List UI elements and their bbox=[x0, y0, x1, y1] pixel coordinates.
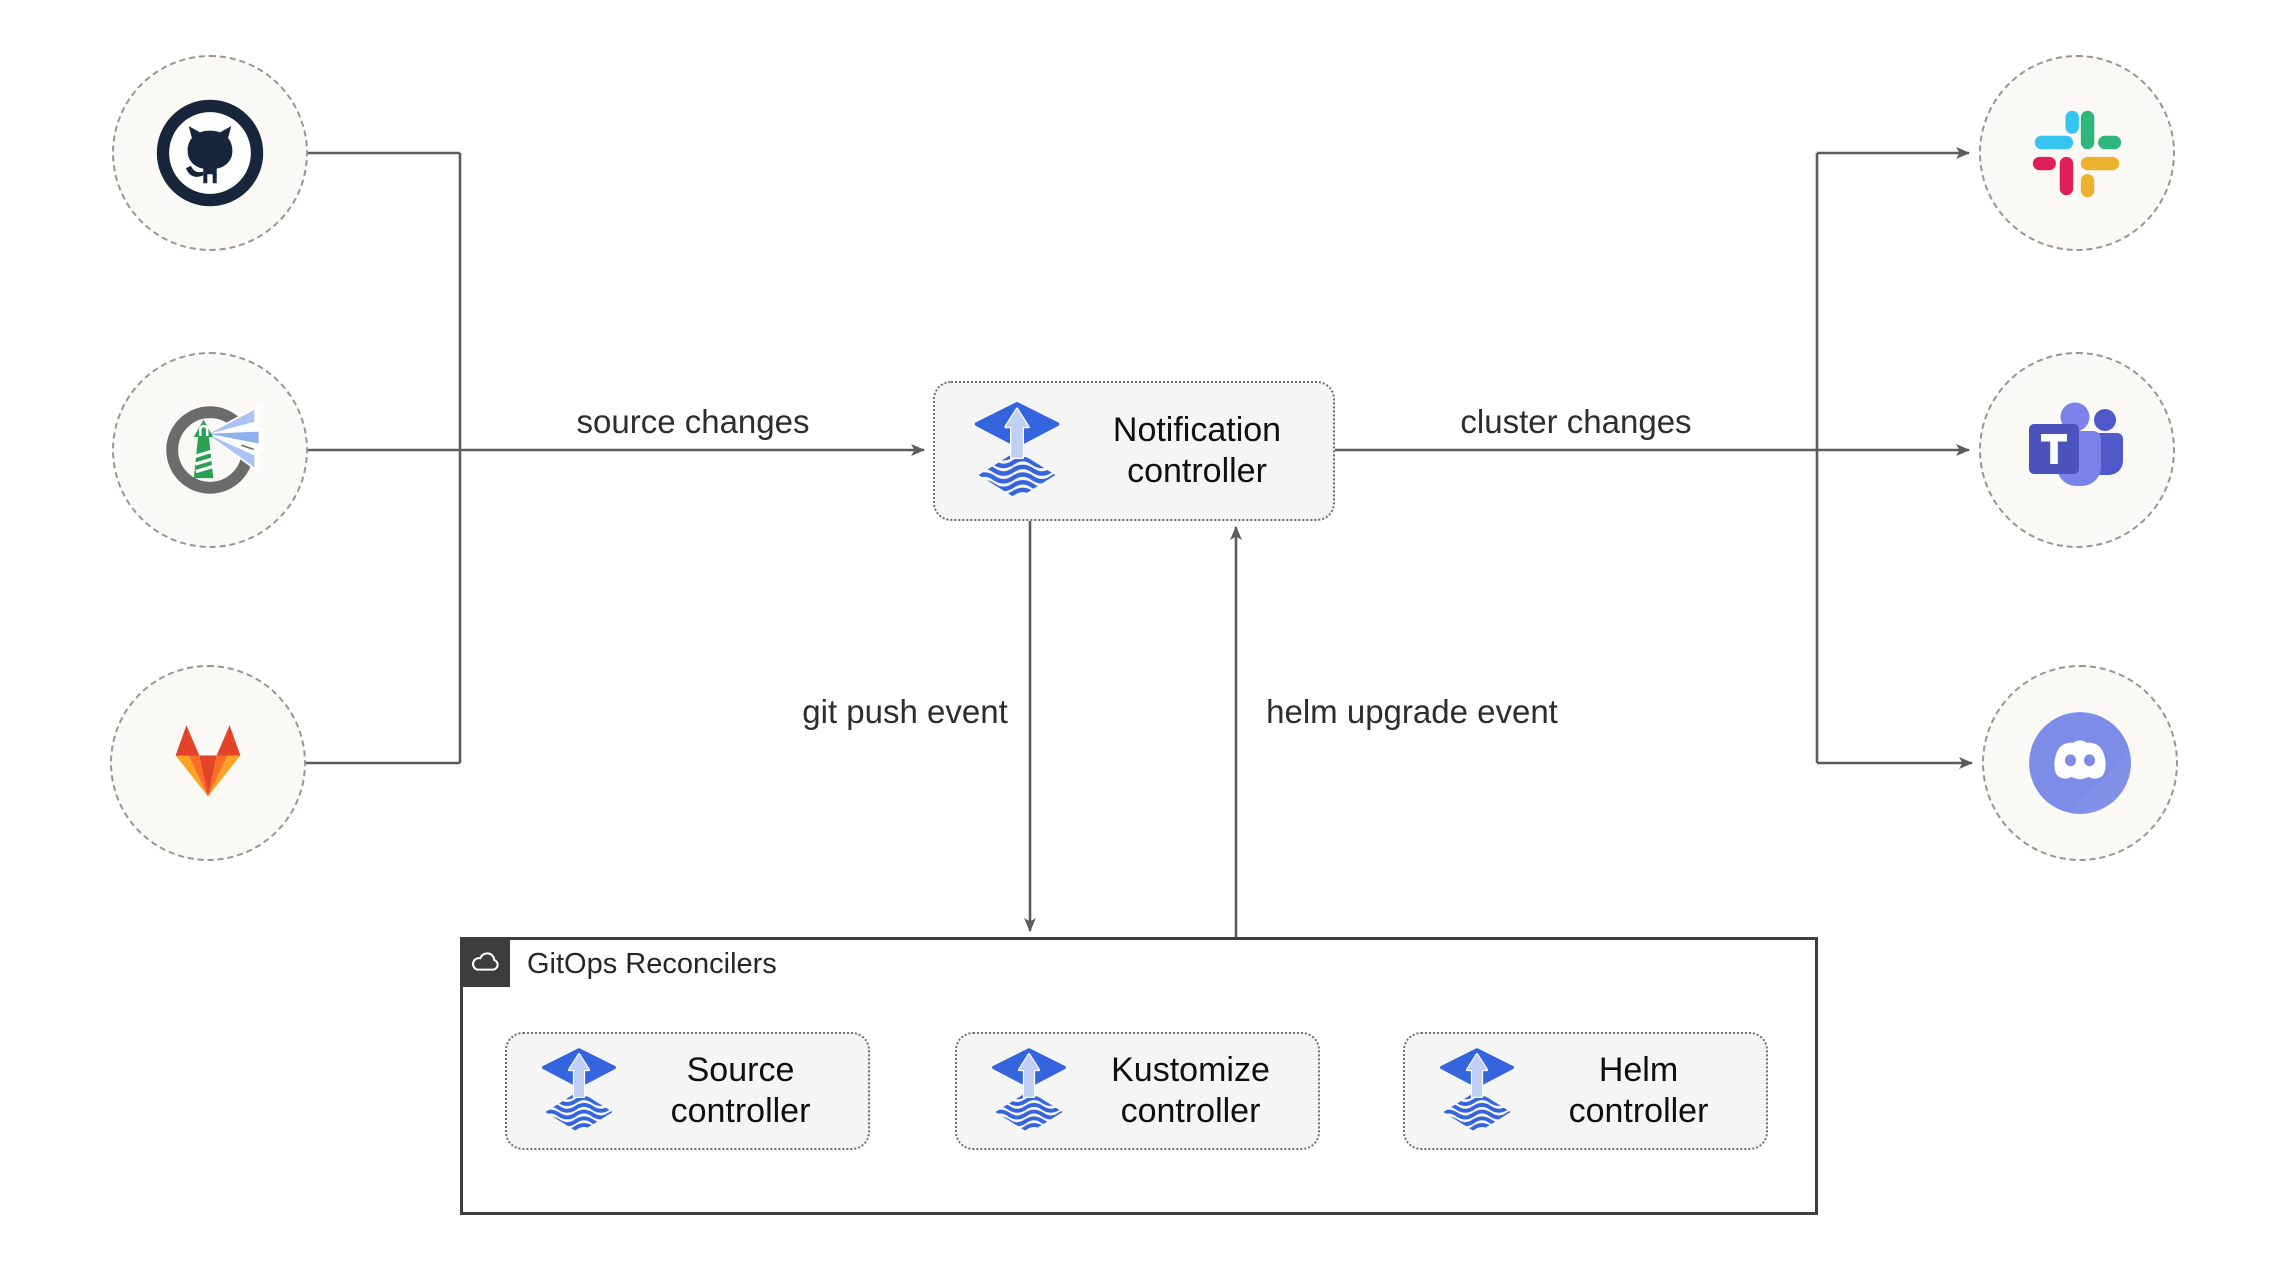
teams-node bbox=[1979, 352, 2175, 548]
flux-icon bbox=[1435, 1047, 1519, 1135]
helm-controller-box: Helm controller bbox=[1403, 1032, 1768, 1150]
group-corner-badge bbox=[460, 937, 510, 987]
harbor-node bbox=[112, 352, 308, 548]
edge-label-cluster-changes: cluster changes bbox=[1454, 403, 1698, 441]
edge-label-git-push-event: git push event bbox=[796, 693, 1014, 731]
edge-label-source-changes: source changes bbox=[570, 403, 816, 441]
slack-icon bbox=[2032, 110, 2122, 198]
edge-github-junction bbox=[306, 151, 462, 765]
kustomize-controller-label: Kustomize controller bbox=[1111, 1050, 1270, 1130]
flux-icon bbox=[969, 401, 1065, 501]
harbor-icon bbox=[166, 404, 264, 494]
slack-node bbox=[1979, 55, 2175, 251]
github-icon bbox=[156, 99, 264, 207]
notification-controller-label: Notification controller bbox=[1112, 410, 1282, 490]
discord-node bbox=[1982, 665, 2178, 861]
kustomize-controller-box: Kustomize controller bbox=[955, 1032, 1320, 1150]
gitops-reconcilers-title: GitOps Reconcilers bbox=[527, 948, 777, 980]
cloud-icon bbox=[471, 952, 499, 971]
discord-icon bbox=[2029, 712, 2131, 814]
edge-label-helm-upgrade-event: helm upgrade event bbox=[1260, 693, 1564, 731]
source-controller-label: Source controller bbox=[670, 1050, 811, 1130]
microsoft-teams-icon bbox=[2029, 402, 2123, 486]
gitlab-icon bbox=[175, 725, 241, 797]
flux-icon bbox=[987, 1047, 1071, 1135]
github-node bbox=[112, 55, 308, 251]
flux-icon bbox=[537, 1047, 621, 1135]
notification-controller-box: Notification controller bbox=[933, 381, 1335, 521]
helm-controller-label: Helm controller bbox=[1568, 1050, 1709, 1130]
source-controller-box: Source controller bbox=[505, 1032, 870, 1150]
gitlab-node bbox=[110, 665, 306, 861]
